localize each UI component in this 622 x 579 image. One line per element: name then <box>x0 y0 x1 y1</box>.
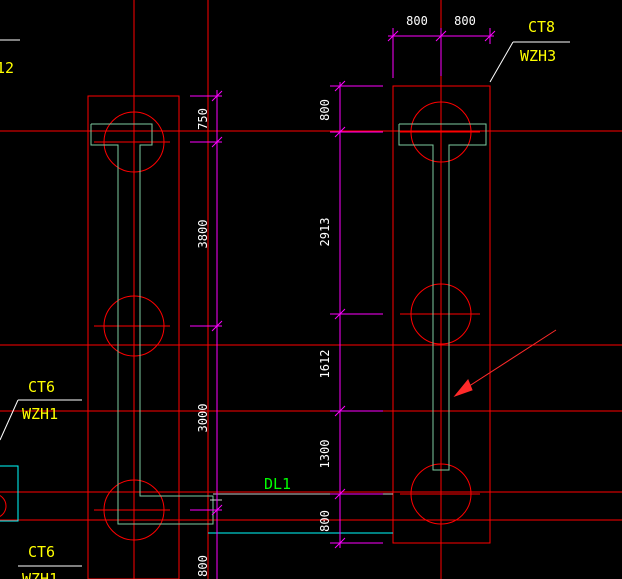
red-arrow <box>453 329 557 398</box>
dim-mid-1612: 1612 <box>318 350 332 379</box>
dim-left-3800: 3800 <box>196 220 210 249</box>
label-dl1: DL1 <box>264 475 291 493</box>
dim-mid-800-top: 800 <box>318 99 332 121</box>
label-texts: CT8 WZH3 CT6 WZH1 CT6 WZH1 12 DL1 <box>0 18 556 579</box>
label-ct6-a: CT6 <box>28 378 55 396</box>
pile-circle[interactable] <box>410 101 472 163</box>
dimension-texts: 800 800 750 3800 3000 800 800 2913 1612 … <box>196 14 476 577</box>
beam-dl1[interactable] <box>208 493 393 534</box>
label-wzh1-b: WZH1 <box>22 570 58 579</box>
dim-mid-800-bottom: 800 <box>318 510 332 532</box>
label-wzh1-a: WZH1 <box>22 405 58 423</box>
beam-outline-left[interactable] <box>90 123 214 525</box>
pile-circle[interactable] <box>103 479 165 541</box>
dim-left-3000: 3000 <box>196 404 210 433</box>
beam-outline-right[interactable] <box>398 123 487 471</box>
pile-cap-right[interactable] <box>392 85 491 544</box>
label-partial-top-left: 12 <box>0 59 14 77</box>
label-ct8: CT8 <box>528 18 555 36</box>
label-wzh3: WZH3 <box>520 47 556 65</box>
dim-left-750: 750 <box>196 108 210 130</box>
pile-circle[interactable] <box>410 463 472 525</box>
pile-circle-partial <box>0 495 7 517</box>
leader-lines <box>0 39 570 567</box>
pile-circle[interactable] <box>103 295 165 357</box>
dim-top-left: 800 <box>406 14 428 28</box>
dim-mid-1300: 1300 <box>318 440 332 469</box>
pile-circle[interactable] <box>103 111 165 173</box>
pile-circle[interactable] <box>410 283 472 345</box>
dim-top-right: 800 <box>454 14 476 28</box>
pile-cap-left[interactable] <box>87 95 180 579</box>
dim-left-800-bottom: 800 <box>196 555 210 577</box>
label-ct6-b: CT6 <box>28 543 55 561</box>
cyan-edge-element <box>0 465 19 522</box>
dim-mid-2913: 2913 <box>318 218 332 247</box>
dimension-lines <box>190 28 496 579</box>
